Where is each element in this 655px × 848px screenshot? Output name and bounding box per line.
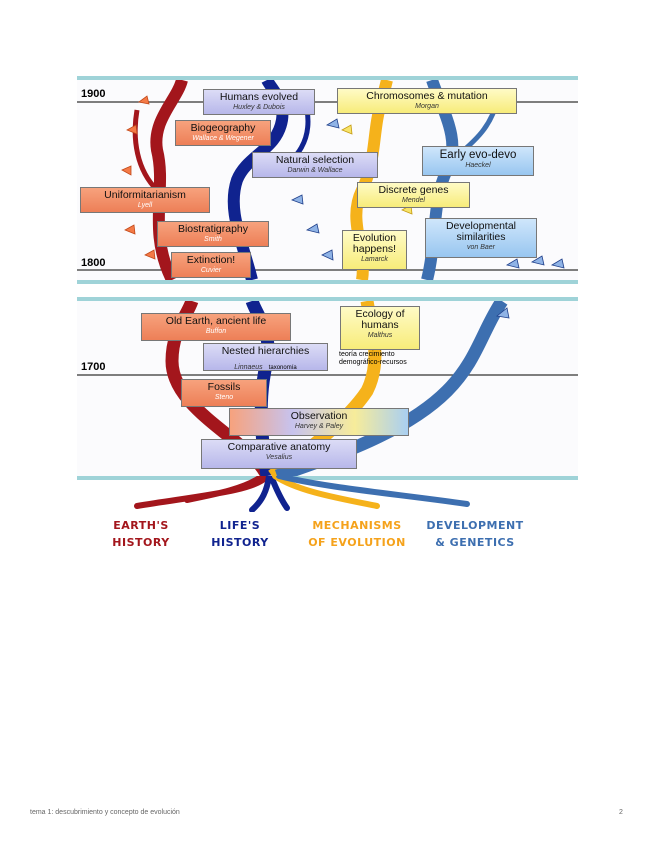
development-leaf [496, 307, 510, 319]
footer-title: tema 1: descubrimiento y concepto de evo… [30, 809, 180, 816]
earth-twig [132, 109, 159, 192]
earth-leaves [121, 95, 156, 260]
development-roots [276, 476, 470, 507]
mechanisms-roots [272, 476, 380, 509]
legend-development-genetics: DEVELOPMENT& GENETICS [426, 519, 524, 549]
life-roots [249, 476, 290, 512]
life-leaves [290, 118, 565, 269]
earth-branch [150, 80, 188, 280]
year-1700: 1700 [81, 361, 106, 373]
tree-roots [134, 476, 470, 512]
page-number: 2 [619, 809, 623, 816]
box-extinction: Extinction!Cuvier [171, 252, 251, 278]
earth-roots [134, 476, 270, 509]
year-1800: 1800 [81, 257, 106, 269]
year-1900: 1900 [81, 88, 106, 100]
note-taxonomia: taxonomía [268, 365, 297, 372]
